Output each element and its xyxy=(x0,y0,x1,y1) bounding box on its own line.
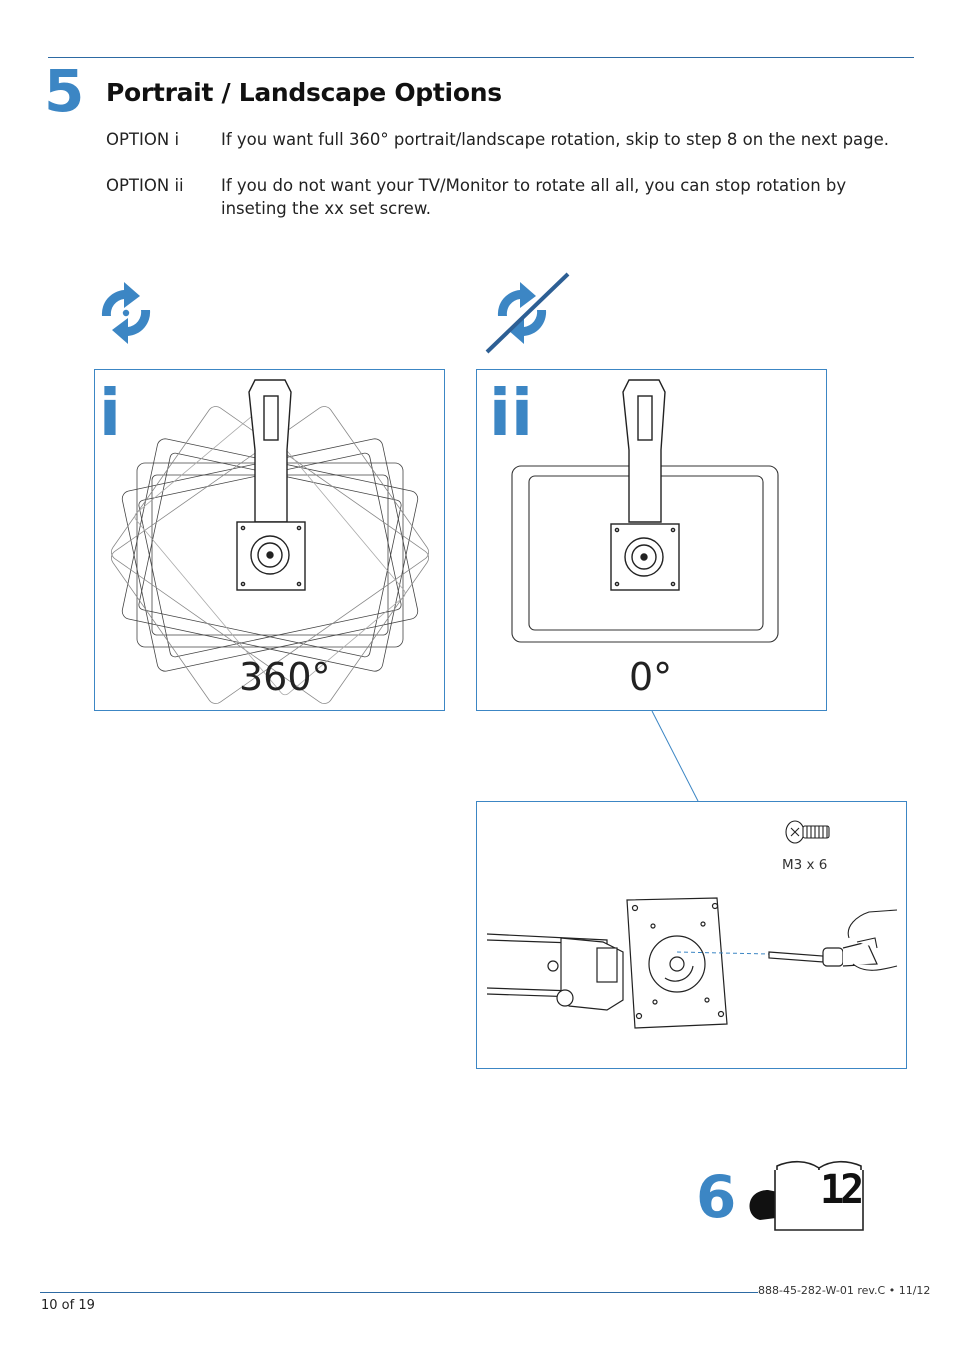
panel-i-letter: i xyxy=(99,377,121,451)
footer-rule xyxy=(40,1292,758,1293)
header-rule xyxy=(48,57,914,58)
option-i-panel: i 360° xyxy=(94,369,445,711)
option-ii-label: OPTION ii xyxy=(106,176,184,195)
rotating-monitor-illustration xyxy=(111,379,429,704)
rotation-0-label: 0° xyxy=(629,655,673,699)
book-icon xyxy=(774,1160,864,1231)
set-screw-detail-panel: M3 x 6 xyxy=(476,801,907,1069)
rotate-icon xyxy=(101,282,151,344)
option-ii-text: If you do not want your TV/Monitor to ro… xyxy=(221,176,847,218)
screw-icon xyxy=(785,820,830,844)
option-i-label: OPTION i xyxy=(106,130,180,149)
next-step-page-number: 12 xyxy=(820,1167,864,1213)
rotation-360-label: 360° xyxy=(239,655,331,699)
option-ii-panel: ii 0° xyxy=(476,369,827,711)
step-number: 5 xyxy=(44,57,85,125)
option-i-text: If you want full 360° portrait/landscape… xyxy=(221,130,890,149)
screw-installation-illustration xyxy=(486,897,898,1029)
panel-ii-letter: ii xyxy=(489,377,533,451)
document-code: 888-45-282-W-01 rev.C • 11/12 xyxy=(758,1284,931,1297)
next-step-number: 6 xyxy=(696,1163,737,1231)
fixed-monitor-illustration xyxy=(511,379,779,643)
step-title: Portrait / Landscape Options xyxy=(106,78,502,107)
screw-size-label: M3 x 6 xyxy=(782,857,828,873)
no-rotate-icon xyxy=(485,272,570,354)
hand-icon xyxy=(847,909,898,971)
page-number: 10 of 19 xyxy=(41,1298,95,1313)
screwdriver-icon xyxy=(768,941,878,967)
